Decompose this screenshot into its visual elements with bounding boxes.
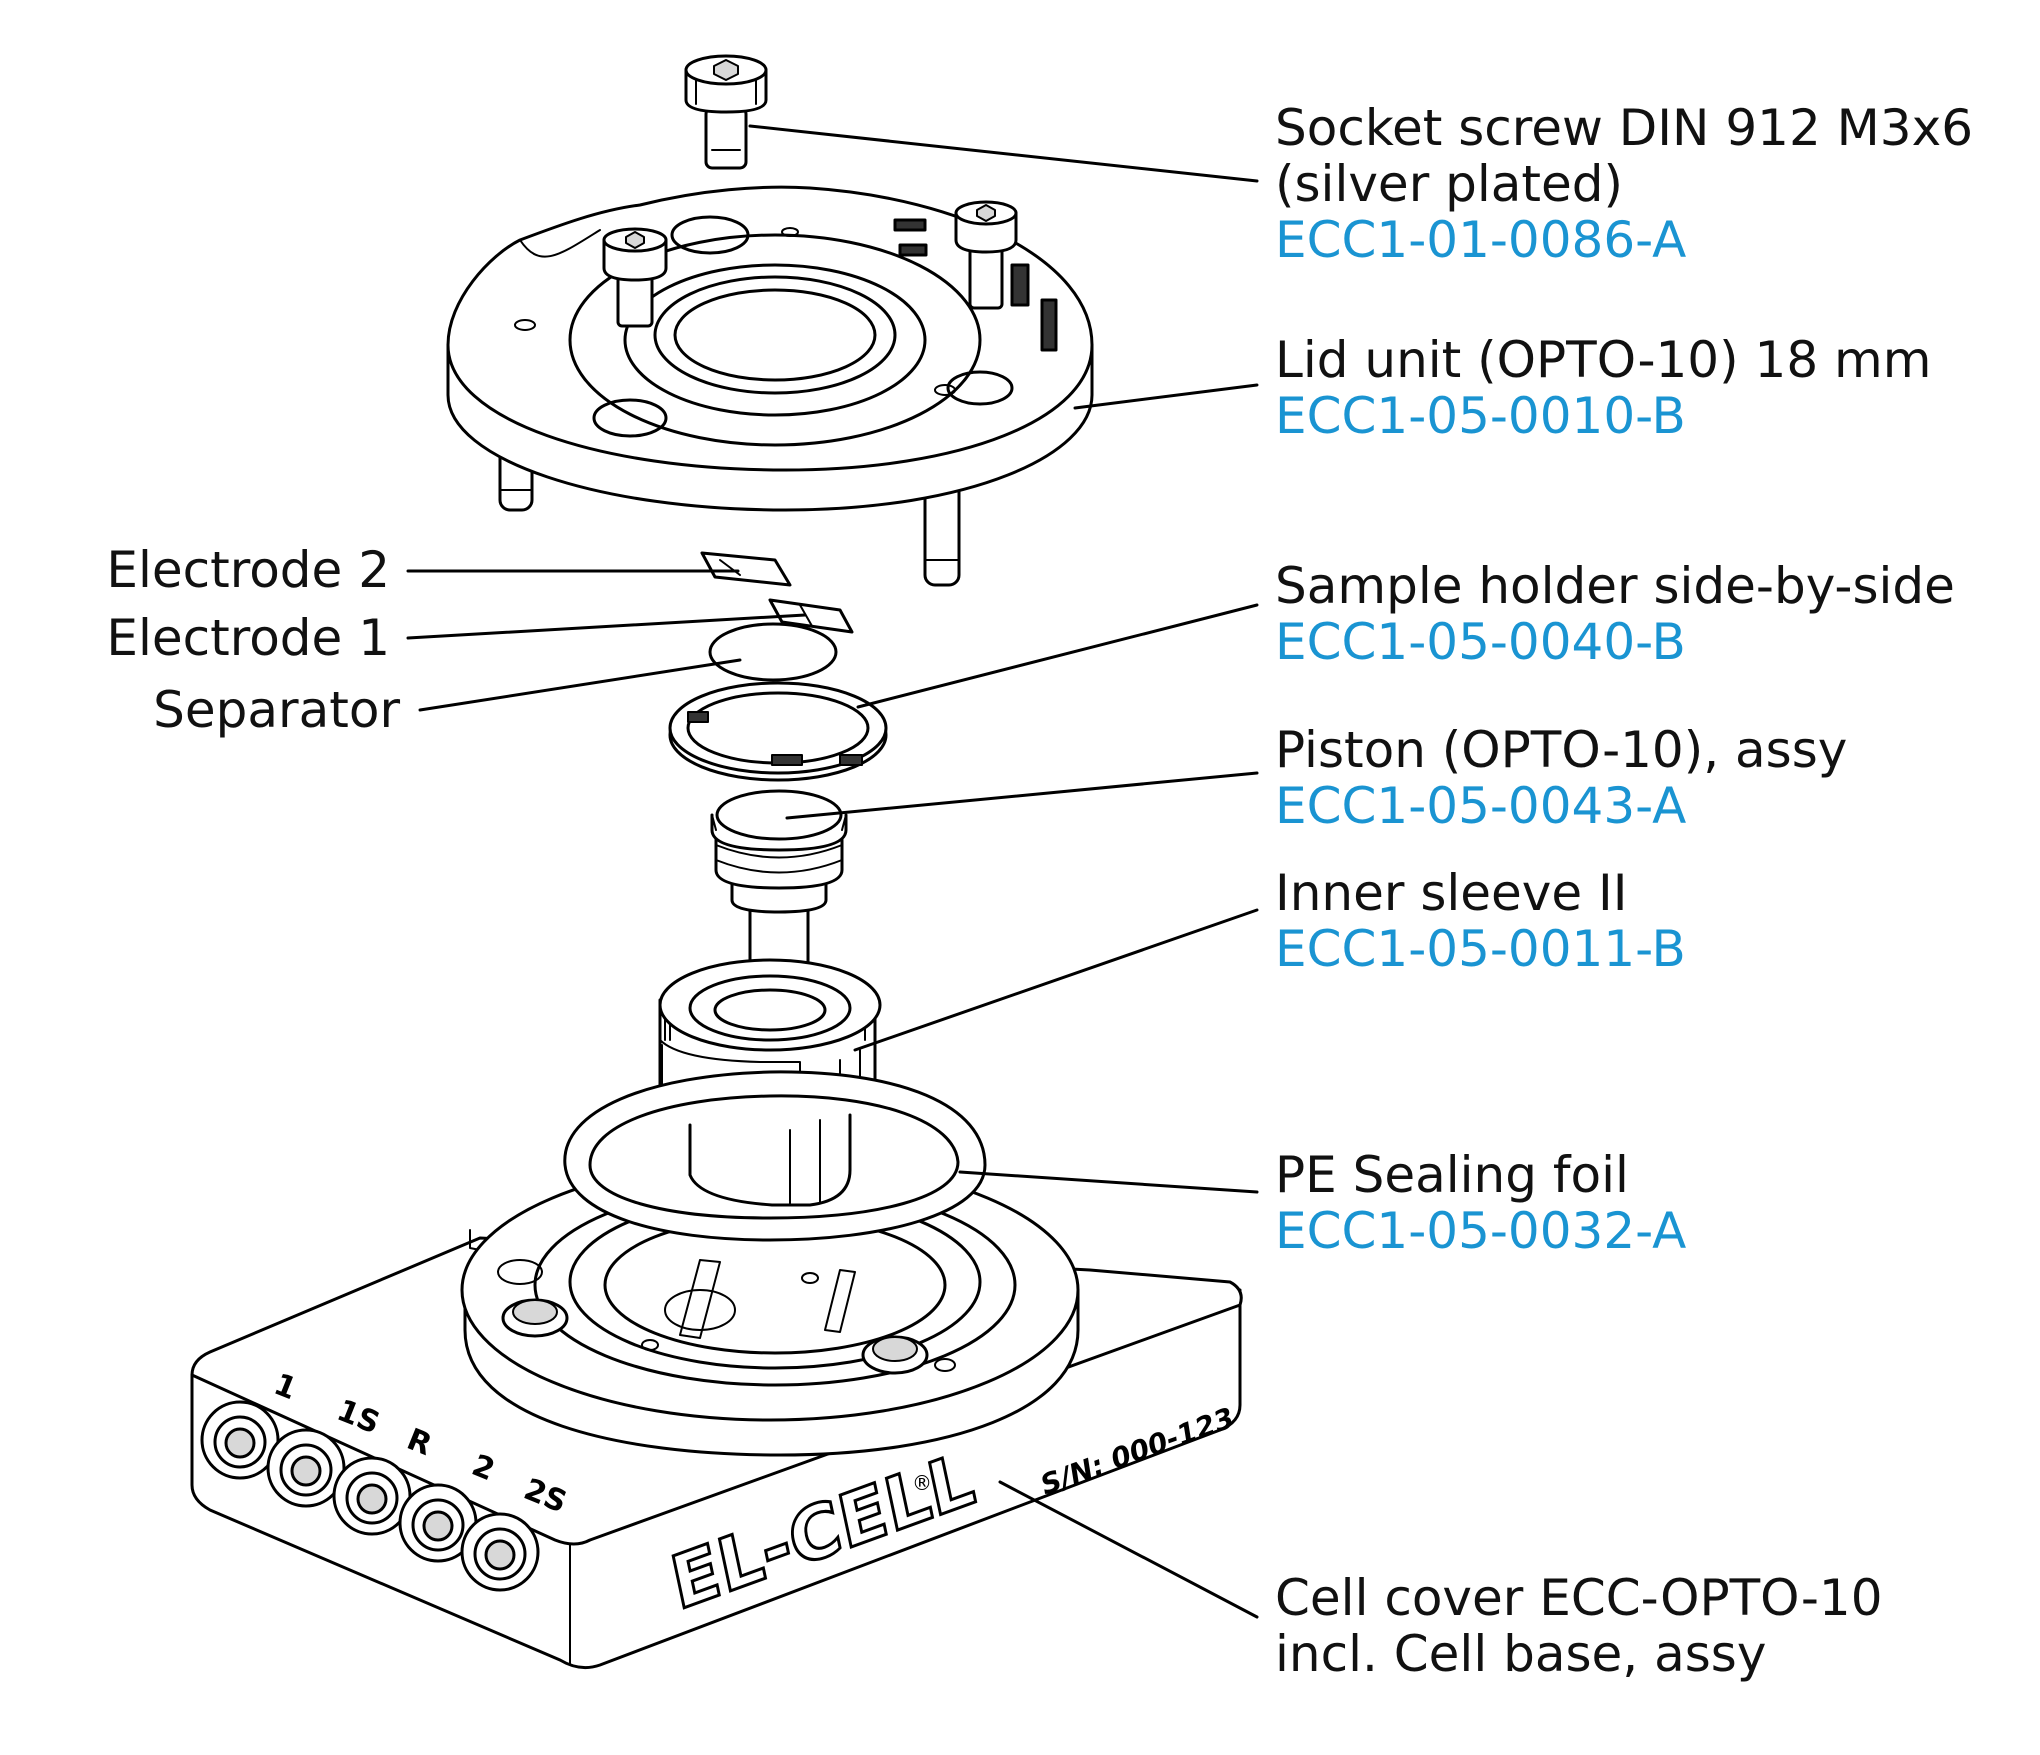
callout-text: incl. Cell base, assy (1275, 1625, 1767, 1683)
electrode-2-part (700, 551, 792, 587)
callout-text: Cell cover ECC-OPTO-10 (1275, 1569, 1883, 1627)
label-electrode-1: Electrode 1 (106, 609, 390, 667)
callout-text: Inner sleeve II (1275, 864, 1628, 922)
callout-piston: Piston (OPTO-10), assy ECC1-05-0043-A (1275, 722, 1847, 834)
callout-text: Piston (OPTO-10), assy (1275, 721, 1848, 779)
sample-holder-part (668, 681, 888, 782)
callout-text: Lid unit (OPTO-10) 18 mm (1275, 331, 1932, 389)
callout-lid-unit: Lid unit (OPTO-10) 18 mm ECC1-05-0010-B (1275, 332, 1931, 444)
part-number: ECC1-05-0043-A (1275, 777, 1687, 835)
callout-text: Socket screw DIN 912 M3x6 (1275, 99, 1974, 157)
callout-socket-screw: Socket screw DIN 912 M3x6 (silver plated… (1275, 100, 1973, 268)
part-number: ECC1-05-0010-B (1275, 387, 1686, 445)
callout-text: (silver plated) (1275, 155, 1624, 213)
part-number: ECC1-05-0040-B (1275, 613, 1686, 671)
callout-sample-holder: Sample holder side-by-side ECC1-05-0040-… (1275, 558, 1955, 670)
lid-unit-part (446, 185, 1094, 587)
part-number: ECC1-01-0086-A (1275, 211, 1687, 269)
part-number: ECC1-05-0032-A (1275, 1202, 1687, 1260)
callout-inner-sleeve: Inner sleeve II ECC1-05-0011-B (1275, 865, 1686, 977)
piston-part (710, 789, 848, 972)
sealing-foil-part (563, 1070, 987, 1242)
registered-mark: ® (912, 1471, 932, 1495)
label-electrode-2: Electrode 2 (106, 541, 390, 599)
cell-cover-part (190, 1158, 1243, 1670)
port-sockets (200, 1400, 540, 1592)
callout-cell-cover: Cell cover ECC-OPTO-10 incl. Cell base, … (1275, 1570, 1883, 1682)
callout-text: Sample holder side-by-side (1275, 557, 1955, 615)
leader-lines (406, 124, 1259, 1619)
separator-part (708, 622, 838, 682)
callout-sealing-foil: PE Sealing foil ECC1-05-0032-A (1275, 1147, 1686, 1259)
label-separator: Separator (153, 681, 400, 739)
part-number: ECC1-05-0011-B (1275, 920, 1686, 978)
socket-screw-part (684, 54, 768, 170)
callout-text: PE Sealing foil (1275, 1146, 1629, 1204)
